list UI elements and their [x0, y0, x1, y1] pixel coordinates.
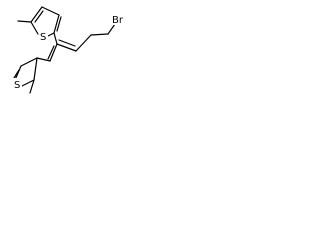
- lower-sulfur-label: S: [14, 80, 20, 91]
- lower-methyl-bond: [29, 79, 35, 94]
- lower-sulfur-label-background: [13, 78, 22, 90]
- upper-sulfur-label-background: [39, 30, 48, 42]
- bromine-label-background: [111, 13, 126, 25]
- lower-ring-bond-c5-s: [14, 65, 22, 81]
- alkene-bond: [56, 43, 77, 52]
- upper-sulfur-label: S: [40, 32, 46, 43]
- alkene-bond-inner: [58, 39, 76, 47]
- lower-ring-bond-c4-c5: [20, 57, 38, 67]
- upper-ring-bond-c4-c5: [30, 6, 43, 23]
- lower-ring-bond-c2-c3-inner: [47, 45, 55, 60]
- lower-ring-bond-closure: [33, 57, 38, 81]
- chemical-structure-diagram: S S Br: [13, 6, 126, 94]
- lower-ring-bond-s-c2: [21, 79, 35, 87]
- upper-ring-bond-c4-c5-inner: [34, 10, 44, 23]
- central-carbon-bond-up: [53, 32, 58, 45]
- upper-ring-bond-c5-s: [30, 21, 39, 35]
- upper-ring-bond-c3-c4: [41, 6, 60, 16]
- chain-bond-c3-c4: [90, 33, 109, 36]
- lower-ring-bond-c5-s-inner: [13, 69, 20, 79]
- chain-bond-c2-c3: [75, 34, 92, 52]
- bromine-label: Br: [112, 15, 124, 26]
- butenyl-chain: [53, 23, 116, 52]
- upper-methyl-bond: [17, 20, 32, 23]
- chain-bond-c4-br: [107, 23, 116, 35]
- upper-ring-bond-c2-c3-inner: [56, 16, 62, 32]
- lower-ring-bond-c2-c3: [49, 43, 58, 62]
- lower-thiophene-ring: [13, 43, 58, 94]
- upper-ring-bond-c2-c3: [53, 14, 60, 34]
- lower-ring-bond-c3-c4: [36, 57, 51, 62]
